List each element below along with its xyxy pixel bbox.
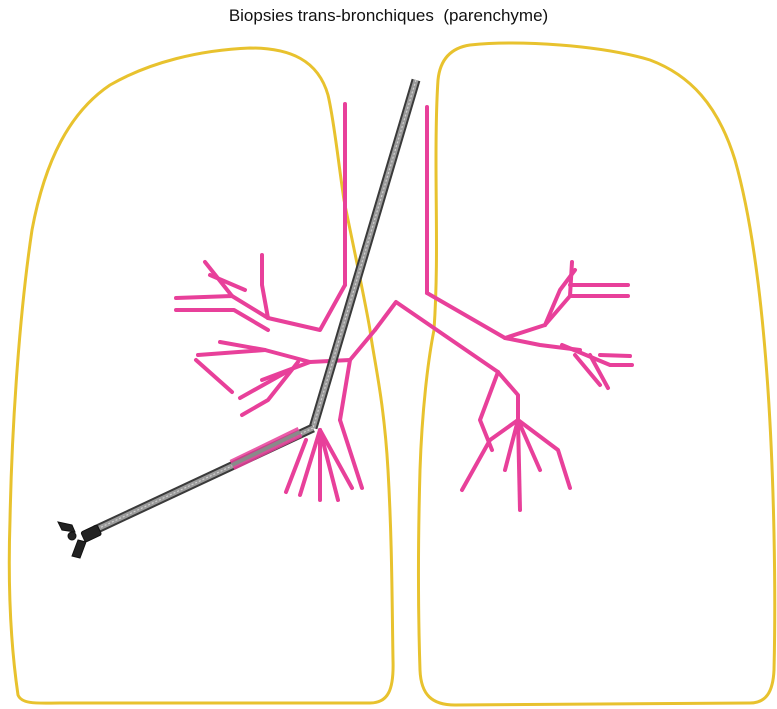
left-lung	[9, 48, 393, 703]
biopsy-forceps	[58, 522, 102, 558]
right-lung	[419, 43, 775, 705]
lung-outlines	[9, 43, 774, 705]
bronchoscope	[95, 80, 416, 530]
bronchial-tree	[176, 104, 632, 510]
